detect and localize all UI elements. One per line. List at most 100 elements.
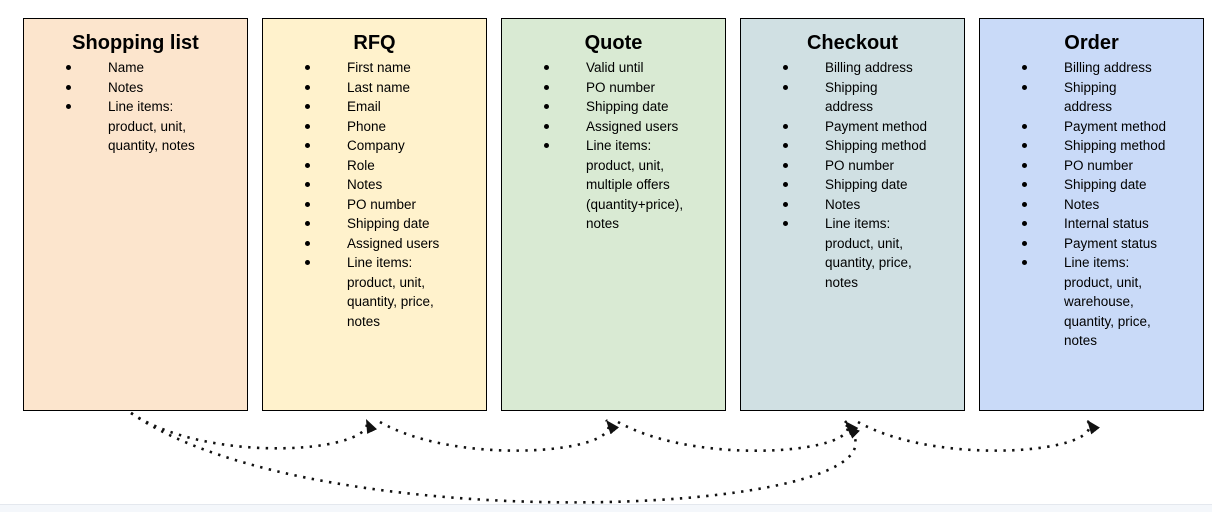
bullet-icon xyxy=(305,240,310,246)
arrow-shopping-list-to-rfq xyxy=(130,411,378,450)
arrow-shopping-list-to-checkout xyxy=(130,411,860,504)
field-line: Internal status xyxy=(1064,216,1149,231)
stage-title: Order xyxy=(1064,32,1119,54)
bullet-icon xyxy=(544,104,549,109)
field-line: First name xyxy=(347,60,411,75)
field-item: Line items:product, unit,quantity, price… xyxy=(263,253,486,331)
field-line: notes xyxy=(825,274,859,290)
field-line: Billing address xyxy=(825,60,913,75)
field-line: quantity, price, xyxy=(825,255,912,270)
field-line: address xyxy=(825,99,874,114)
bullet-icon xyxy=(1022,201,1027,207)
field-line: Valid until xyxy=(586,60,644,75)
field-item: Line items:product, unit,quantity, notes xyxy=(24,97,247,156)
bullet-icon xyxy=(783,221,788,226)
bullet-icon xyxy=(305,201,310,207)
bullet-icon xyxy=(305,104,310,109)
bullet-icon xyxy=(544,123,549,129)
field-line: Assigned users xyxy=(586,118,679,134)
bullet-icon xyxy=(1022,221,1027,226)
bullet-icon xyxy=(1022,143,1027,148)
bullet-icon xyxy=(783,123,788,129)
field-line: quantity, price, xyxy=(347,294,434,309)
field-line: quantity, price, xyxy=(1064,313,1151,329)
field-item: Line items:product, unit,quantity, price… xyxy=(741,214,964,292)
field-line: Payment method xyxy=(825,118,928,134)
field-line: Shipping date xyxy=(1064,177,1147,192)
field-line: Notes xyxy=(1064,196,1100,212)
bullet-icon xyxy=(783,201,788,207)
field-item: Payment method xyxy=(980,117,1203,137)
bullet-icon xyxy=(305,162,310,168)
field-item: Payment status xyxy=(980,234,1203,254)
field-line: product, unit, xyxy=(1064,274,1143,290)
field-line: Shipping method xyxy=(825,138,927,153)
field-line: Billing address xyxy=(1064,60,1152,75)
field-item: Notes xyxy=(980,195,1203,215)
field-item: Email xyxy=(263,97,486,117)
bottom-window-edge xyxy=(0,504,1212,512)
field-item: Payment method xyxy=(741,117,964,137)
field-line: (quantity+price), xyxy=(586,196,684,212)
bullet-icon xyxy=(305,123,310,129)
field-line: product, unit, xyxy=(586,157,665,173)
field-line: Email xyxy=(347,99,381,114)
field-item: PO number xyxy=(980,156,1203,176)
bullet-icon xyxy=(1022,84,1027,90)
field-line: notes xyxy=(1064,333,1098,348)
field-line: warehouse, xyxy=(1064,294,1134,309)
arrow-quote-to-checkout xyxy=(617,420,859,453)
field-line: Shipping method xyxy=(1064,138,1166,153)
field-item: Phone xyxy=(263,117,486,137)
field-line: Notes xyxy=(825,196,861,212)
field-line: Assigned users xyxy=(347,235,440,251)
field-item: Shipping date xyxy=(502,97,725,117)
bullet-icon xyxy=(305,260,310,265)
bullet-icon xyxy=(1022,162,1027,168)
bullet-icon xyxy=(544,143,549,148)
bullet-icon xyxy=(544,65,549,70)
field-item: Notes xyxy=(741,195,964,215)
field-line: Name xyxy=(108,60,145,75)
field-line: product, unit, xyxy=(347,274,426,290)
stage-title: Quote xyxy=(584,32,643,54)
field-item: Line items:product, unit,warehouse,quant… xyxy=(980,253,1203,351)
field-item: Line items:product, unit,multiple offers… xyxy=(502,136,725,234)
field-line: quantity, notes xyxy=(108,138,195,153)
field-line: Role xyxy=(347,157,375,173)
field-line: Line items: xyxy=(586,138,652,153)
field-item: Notes xyxy=(263,175,486,195)
field-line: Shipping date xyxy=(347,216,430,231)
field-line: PO number xyxy=(586,79,656,95)
bullet-icon xyxy=(1022,65,1027,70)
stage-title: Shopping list xyxy=(72,32,199,54)
field-line: Phone xyxy=(347,118,387,134)
field-item: PO number xyxy=(741,156,964,176)
bullet-icon xyxy=(1022,260,1027,265)
field-line: notes xyxy=(586,216,620,231)
arrow-checkout-to-order xyxy=(857,419,1100,452)
field-line: PO number xyxy=(825,157,895,173)
bullet-icon xyxy=(783,162,788,168)
field-item: Shipping method xyxy=(741,136,964,156)
field-item: Notes xyxy=(24,78,247,98)
stage-title: RFQ xyxy=(353,32,396,54)
stage-title: Checkout xyxy=(806,32,899,54)
field-item: PO number xyxy=(263,195,486,215)
field-line: address xyxy=(1064,99,1113,114)
bullet-icon xyxy=(305,143,310,148)
bullet-icon xyxy=(305,65,310,70)
bullet-icon xyxy=(783,84,788,90)
field-item: Shipping method xyxy=(980,136,1203,156)
field-item: PO number xyxy=(502,78,725,98)
field-item: First name xyxy=(263,58,486,78)
field-line: Line items: xyxy=(108,99,174,114)
bullet-icon xyxy=(783,65,788,70)
